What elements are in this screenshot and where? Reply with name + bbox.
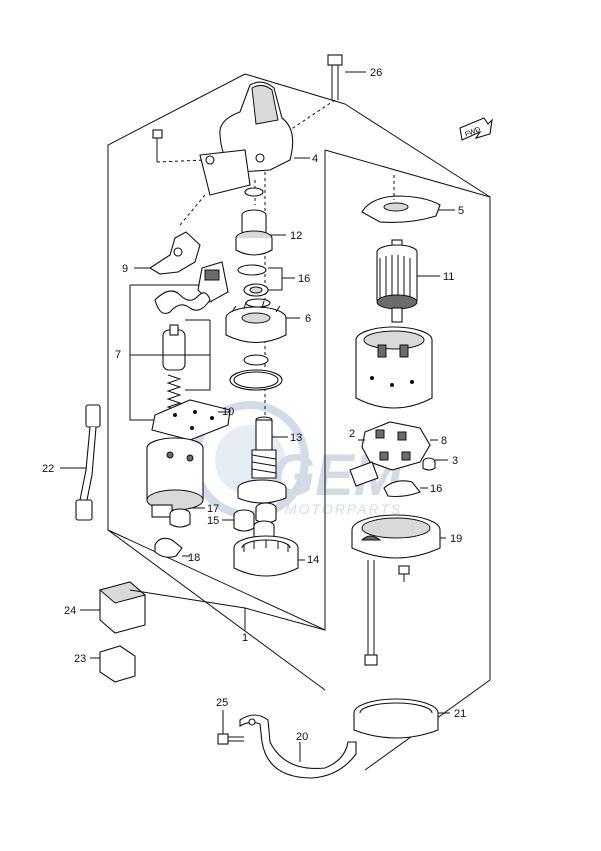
part-16-washer-lower [383, 480, 428, 498]
part-19-end-cover [351, 514, 446, 559]
part-20-strap [239, 714, 357, 779]
callout-labels: 26 4 5 12 9 16 11 6 7 10 13 2 8 3 22 16 … [42, 67, 466, 743]
callout-22: 22 [42, 463, 54, 475]
part-18-clamp [154, 537, 190, 558]
part-26-bolt [259, 54, 366, 151]
callout-13: 13 [290, 432, 302, 444]
spring [166, 374, 182, 412]
callout-10: 10 [222, 406, 234, 418]
part-11-armature [376, 239, 440, 323]
callout-1: 1 [242, 632, 248, 644]
part-6-gear-housing [225, 298, 300, 343]
part-3-nut [422, 457, 448, 471]
callout-9: 9 [122, 263, 128, 275]
end-cover-screw [398, 565, 410, 582]
callout-6: 6 [305, 313, 311, 325]
callout-23: 23 [74, 653, 86, 665]
fwd-marker: FWD [459, 117, 493, 141]
callout-12: 12 [290, 230, 302, 242]
callout-2: 2 [349, 428, 355, 440]
callout-19: 19 [450, 533, 462, 545]
part-7-solenoid-kit [130, 261, 229, 412]
part-9-shift-lever [134, 231, 201, 275]
through-bolt [364, 560, 378, 666]
callout-16-upper: 16 [298, 273, 310, 285]
part-4-drive-housing [199, 81, 310, 196]
motor-yoke [355, 326, 433, 409]
part-21-mounting-band [353, 698, 450, 739]
callout-20: 20 [296, 731, 308, 743]
callout-5: 5 [458, 205, 464, 217]
callout-17: 17 [207, 503, 219, 515]
callout-4: 4 [312, 153, 318, 165]
callout-11: 11 [443, 271, 454, 283]
part-24-relay [80, 581, 147, 634]
callout-3: 3 [452, 455, 458, 467]
part-10-end-plate [151, 399, 231, 441]
part-8-brush-holder [349, 421, 438, 487]
callout-8: 8 [441, 435, 447, 447]
housing-gasket [229, 354, 283, 391]
housing-screw [152, 129, 163, 162]
part-1-bracket [129, 589, 326, 631]
part-25-bolt [217, 710, 244, 745]
part-23-fuse-holder [90, 645, 136, 683]
callout-24: 24 [64, 605, 76, 617]
callout-15: 15 [207, 515, 219, 527]
callout-14: 14 [307, 554, 319, 566]
part-13-output-shaft [237, 416, 288, 504]
part-22-lead-wire [60, 404, 101, 521]
callout-21: 21 [454, 708, 466, 720]
part-17-nut [169, 507, 205, 528]
callout-18: 18 [188, 552, 200, 564]
watermark-subtitle: MOTORPARTS [285, 501, 402, 517]
callout-25: 25 [216, 697, 228, 709]
callout-7: 7 [115, 349, 121, 361]
part-16-clip-upper [237, 264, 295, 297]
callout-26: 26 [370, 67, 382, 79]
callout-16-lower: 16 [430, 483, 442, 495]
part-12-pinion [235, 187, 286, 256]
part-5-brush-plate [361, 175, 455, 223]
solenoid-body [146, 437, 204, 518]
part-14-internal-gear [233, 535, 305, 577]
